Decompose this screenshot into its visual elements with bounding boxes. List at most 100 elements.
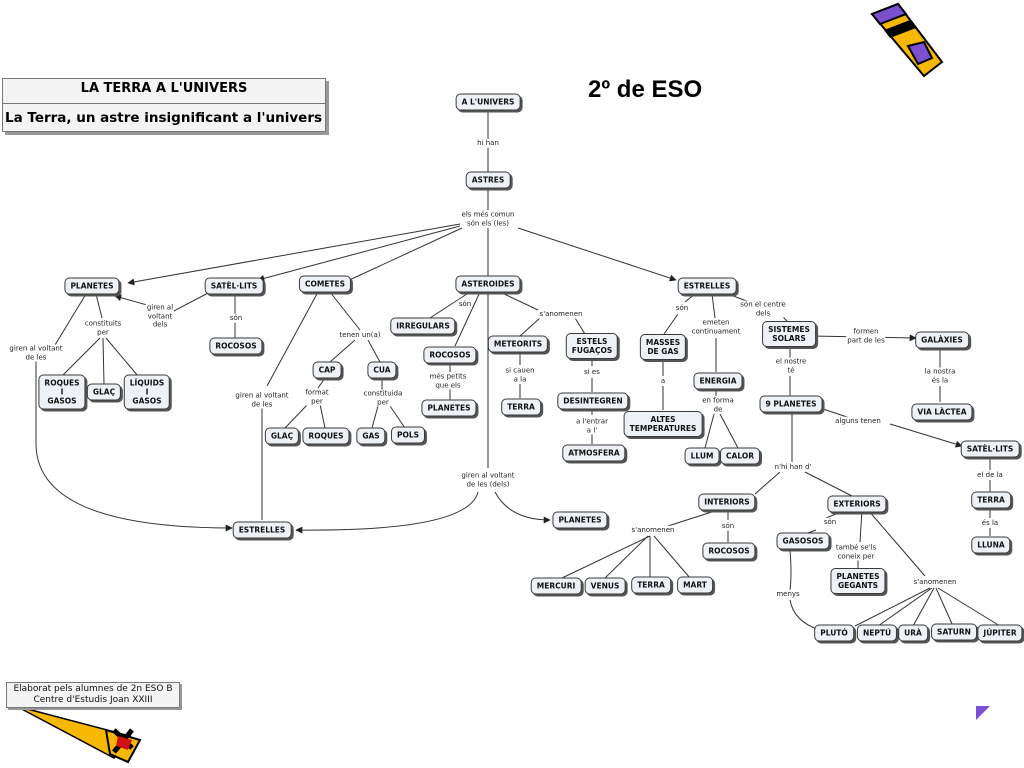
node-saturn[interactable]: SATURN bbox=[931, 623, 977, 641]
link-son-ast: són bbox=[457, 299, 473, 309]
link-sanomenen-ast: s'anomenen bbox=[538, 309, 584, 319]
link-giren-dels: giren al voltant dels bbox=[145, 303, 175, 329]
link-alguns: alguns tenen bbox=[834, 416, 882, 426]
node-estrelles[interactable]: ESTRELLES bbox=[677, 277, 737, 295]
node-atmosfera[interactable]: ATMOSFERA bbox=[562, 444, 626, 462]
link-giren-les-left: giren al voltant de les bbox=[8, 344, 64, 362]
link-tambe: també se'ls coneix per bbox=[834, 543, 878, 561]
node-irregulars[interactable]: IRREGULARS bbox=[390, 317, 456, 335]
node-estrelles-2[interactable]: ESTRELLES bbox=[232, 521, 292, 539]
node-rocosos-3[interactable]: ROCOSOS bbox=[702, 542, 756, 560]
node-planetes-3[interactable]: PLANETES bbox=[552, 511, 608, 529]
link-menys: menys bbox=[775, 589, 801, 599]
node-meteorits[interactable]: METEORITS bbox=[487, 335, 549, 353]
link-a: a bbox=[659, 376, 667, 386]
node-liquids-gasos[interactable]: LÍQUIDS I GASOS bbox=[123, 374, 171, 410]
node-altes[interactable]: ALTES TEMPERATURES bbox=[623, 411, 703, 437]
link-sanomenen-ext: s'anomenen bbox=[912, 577, 958, 587]
grade-label: 2º de ESO bbox=[588, 76, 703, 103]
link-es-la: és la bbox=[980, 518, 1000, 528]
node-gegants[interactable]: PLANETES GEGANTS bbox=[830, 568, 886, 594]
node-terra-1[interactable]: TERRA bbox=[501, 398, 541, 416]
node-roques-gasos[interactable]: ROQUES I GASOS bbox=[38, 374, 86, 410]
title-box: LA TERRA A L'UNIVERS La Terra, un astre … bbox=[2, 78, 326, 132]
link-nostra: la nostra és la bbox=[923, 367, 957, 385]
node-satelits-2[interactable]: SATÈL·LITS bbox=[960, 440, 1020, 458]
link-son-est: són bbox=[674, 303, 690, 313]
node-rocosos-1[interactable]: ROCOSOS bbox=[209, 337, 263, 355]
link-nhi-han: n'hi han d' bbox=[773, 462, 813, 472]
node-planetes[interactable]: PLANETES bbox=[64, 277, 120, 295]
node-9-planetes[interactable]: 9 PLANETES bbox=[759, 395, 823, 413]
node-neptu[interactable]: NEPTÚ bbox=[856, 624, 898, 642]
link-format: format per bbox=[304, 388, 330, 406]
link-en-forma: en forma de bbox=[701, 396, 735, 414]
link-constituida: constituida per bbox=[362, 389, 404, 407]
link-mes-petits: més petits que els bbox=[428, 372, 468, 390]
node-gasosos[interactable]: GASOSOS bbox=[776, 532, 830, 550]
node-ura[interactable]: URÀ bbox=[898, 624, 928, 642]
node-satelits[interactable]: SATÈL·LITS bbox=[204, 277, 264, 295]
link-constituits: constituits per bbox=[83, 319, 123, 337]
node-via-lactea[interactable]: VIA LÀCTEA bbox=[911, 403, 973, 421]
link-formen: formen part de les bbox=[846, 327, 886, 345]
node-planetes-2[interactable]: PLANETES bbox=[421, 399, 477, 417]
credit-line-2: Centre d'Estudis Joan XXIII bbox=[33, 695, 153, 705]
node-glac-2[interactable]: GLAÇ bbox=[264, 427, 300, 445]
node-calor[interactable]: CALOR bbox=[720, 447, 760, 465]
node-rocosos-2[interactable]: ROCOSOS bbox=[423, 346, 477, 364]
node-terra-3[interactable]: TERRA bbox=[631, 576, 671, 594]
node-lluna[interactable]: LLUNA bbox=[971, 536, 1011, 554]
pencil-icon-top-right bbox=[870, 2, 944, 78]
node-cua[interactable]: CUA bbox=[367, 361, 397, 379]
credit-box: Elaborat pels alumnes de 2n ESO B Centre… bbox=[6, 682, 180, 708]
node-sistemes[interactable]: SISTEMES SOLARS bbox=[762, 321, 816, 347]
node-roques[interactable]: ROQUES bbox=[302, 427, 350, 445]
corner-mark-icon bbox=[976, 706, 990, 720]
link-si-cauen: si cauen a la bbox=[504, 366, 536, 384]
node-glac-1[interactable]: GLAÇ bbox=[86, 383, 122, 401]
node-exteriors[interactable]: EXTERIORS bbox=[827, 495, 887, 513]
node-pluto[interactable]: PLUTÓ bbox=[814, 624, 854, 642]
node-galaxies[interactable]: GALÀXIES bbox=[915, 331, 969, 349]
link-son-centre: són el centre dels bbox=[739, 300, 787, 318]
node-masses[interactable]: MASSES DE GAS bbox=[639, 334, 687, 360]
node-cap[interactable]: CAP bbox=[312, 361, 342, 379]
link-son-ext: són bbox=[822, 517, 838, 527]
credit-line-1: Elaborat pels alumnes de 2n ESO B bbox=[13, 684, 173, 694]
link-emeten: emeten continuament bbox=[690, 318, 742, 336]
node-mart[interactable]: MART bbox=[677, 576, 713, 594]
link-si-es: si es bbox=[583, 367, 601, 377]
link-hi-han: hi han bbox=[476, 138, 500, 148]
page-title: LA TERRA A L'UNIVERS bbox=[80, 81, 248, 96]
link-son-int: són bbox=[720, 521, 736, 531]
node-jupiter[interactable]: JÚPITER bbox=[977, 624, 1023, 642]
link-a-lentrar: a l'entrar a l' bbox=[575, 417, 609, 435]
node-univers[interactable]: A L'UNIVERS bbox=[455, 93, 521, 111]
link-nostre: el nostre té bbox=[774, 357, 808, 375]
link-tenen: tenen un(a) bbox=[338, 330, 382, 340]
link-sanomenen-int: s'anomenen bbox=[630, 525, 676, 535]
node-mercuri[interactable]: MERCURI bbox=[530, 577, 582, 595]
link-son-sat: són bbox=[228, 313, 244, 323]
page-subtitle: La Terra, un astre insignificant a l'uni… bbox=[5, 110, 323, 126]
node-estels[interactable]: ESTELS FUGAÇOS bbox=[565, 333, 619, 359]
pencil-icon-bottom-left bbox=[15, 705, 142, 764]
title-divider bbox=[3, 103, 325, 104]
node-interiors[interactable]: INTERIORS bbox=[698, 493, 756, 511]
node-desintegren[interactable]: DESINTEGREN bbox=[557, 392, 629, 410]
node-cometes[interactable]: COMETES bbox=[298, 275, 352, 293]
link-giren-les-mid: giren al voltant de les bbox=[234, 391, 290, 409]
link-de-la: el de la bbox=[976, 470, 1004, 480]
node-llum[interactable]: LLUM bbox=[684, 447, 720, 465]
node-asteroides[interactable]: ASTEROIDES bbox=[455, 275, 521, 293]
node-gas[interactable]: GAS bbox=[356, 427, 386, 445]
node-astres[interactable]: ASTRES bbox=[465, 171, 511, 189]
link-mes-comuns: els més comun són els (les) bbox=[460, 210, 516, 228]
node-venus[interactable]: VENUS bbox=[584, 577, 626, 595]
node-terra-2[interactable]: TERRA bbox=[971, 491, 1011, 509]
link-giren-dels-2: giren al voltant de les (dels) bbox=[460, 471, 516, 489]
node-pols[interactable]: POLS bbox=[390, 426, 426, 444]
node-energia[interactable]: ENERGIA bbox=[693, 372, 743, 390]
